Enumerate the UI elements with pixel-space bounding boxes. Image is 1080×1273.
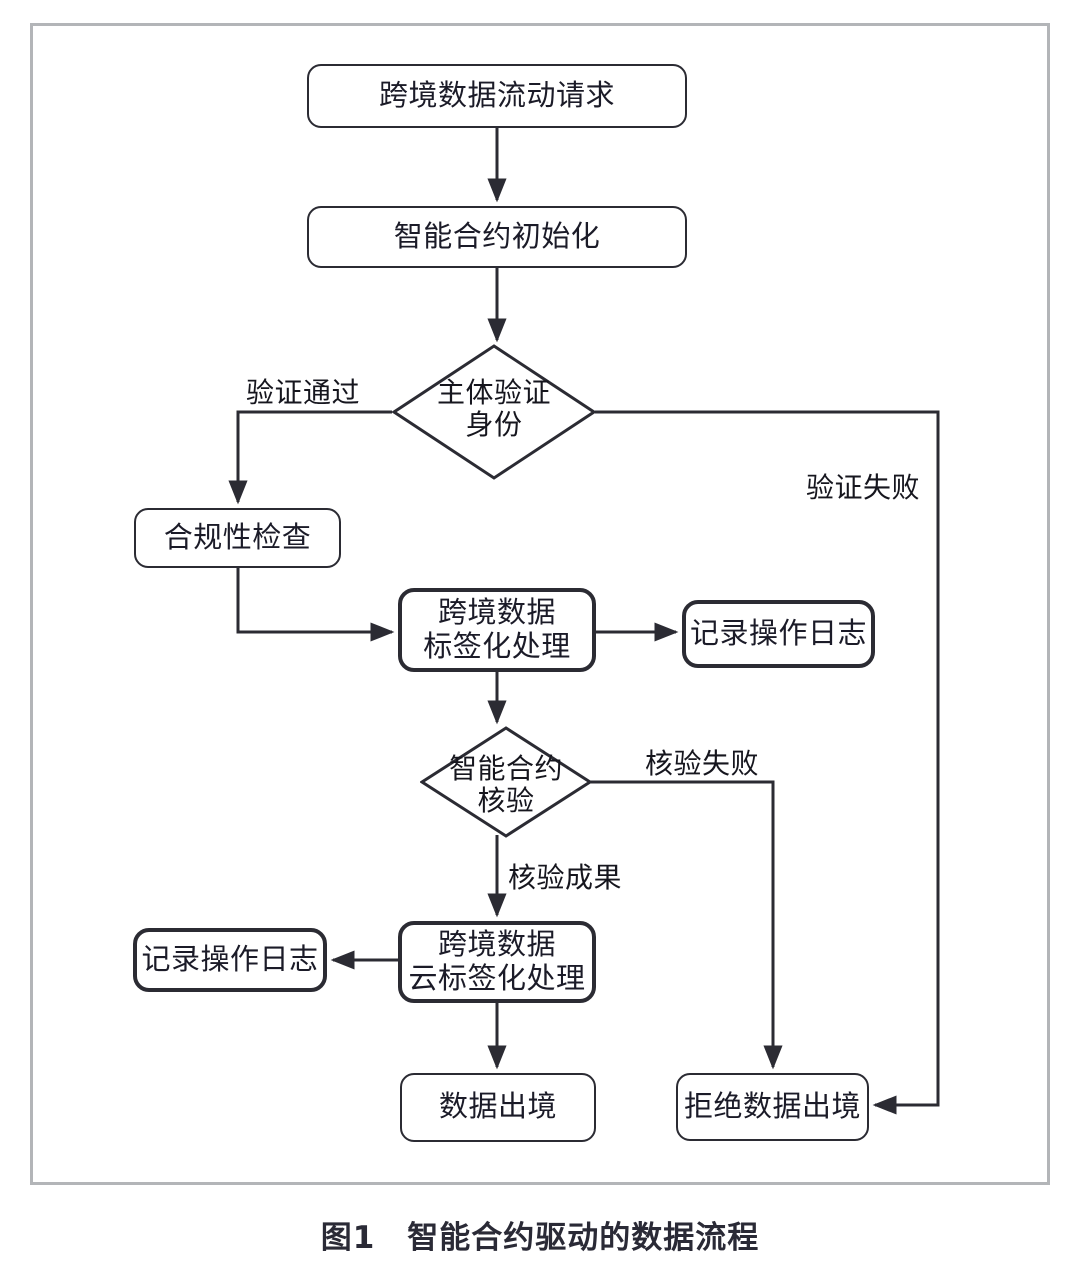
- node-label: 记录操作日志: [689, 617, 867, 650]
- node-label-line1: 跨境数据: [437, 596, 556, 629]
- node-identity-verification-label: 主体验证 身份: [392, 378, 596, 443]
- node-contract-check-diamond: [420, 726, 592, 838]
- node-label: 记录操作日志: [141, 943, 319, 976]
- node-operation-log-bottom: 记录操作日志: [133, 928, 327, 992]
- diamond-label-line2: 身份: [465, 410, 523, 442]
- edge-verify-fail-to-reject: [595, 410, 940, 1115]
- node-label: 拒绝数据出境: [683, 1090, 861, 1123]
- node-label-line2: 云标签化处理: [408, 963, 586, 995]
- node-identity-verification-diamond: [392, 344, 596, 480]
- node-reject-data-export: 拒绝数据出境: [676, 1073, 869, 1141]
- node-label: 数据出境: [438, 1091, 557, 1124]
- edge-label-verify-fail: 验证失败: [806, 473, 921, 504]
- diamond-label-line1: 智能合约: [448, 754, 563, 785]
- flowchart-connectors: [228, 128, 940, 1115]
- node-label: 合规性检查: [163, 521, 312, 554]
- node-label: 跨境数据流动请求: [378, 79, 615, 112]
- node-operation-log-top: 记录操作日志: [682, 600, 875, 668]
- diamond-label-line1: 主体验证: [436, 378, 551, 409]
- node-cross-border-tagging: 跨境数据 标签化处理: [398, 588, 596, 672]
- edge-label-check-pass: 核验成果: [508, 863, 623, 894]
- edge-compliance-to-tag: [236, 568, 395, 642]
- node-cross-border-request: 跨境数据流动请求: [307, 64, 687, 128]
- edge-check-fail-to-reject: [590, 780, 783, 1070]
- node-contract-check-label: 智能合约 核验: [410, 754, 602, 819]
- node-contract-init: 智能合约初始化: [307, 206, 687, 268]
- figure-caption: 图1 智能合约驱动的数据流程: [320, 1220, 760, 1256]
- node-cloud-tagging: 跨境数据 云标签化处理: [398, 921, 596, 1003]
- edge-verify-pass-to-compliance: [228, 410, 392, 505]
- edge-label-verify-pass: 验证通过: [246, 378, 361, 409]
- edge-label-check-fail: 核验失败: [645, 749, 760, 780]
- node-compliance-check: 合规性检查: [134, 508, 341, 568]
- node-data-export: 数据出境: [400, 1073, 596, 1142]
- node-label-line2: 标签化处理: [423, 631, 571, 663]
- node-label-line1: 跨境数据: [437, 928, 556, 961]
- diamond-label-line2: 核验: [477, 786, 535, 818]
- node-label: 智能合约初始化: [393, 220, 601, 253]
